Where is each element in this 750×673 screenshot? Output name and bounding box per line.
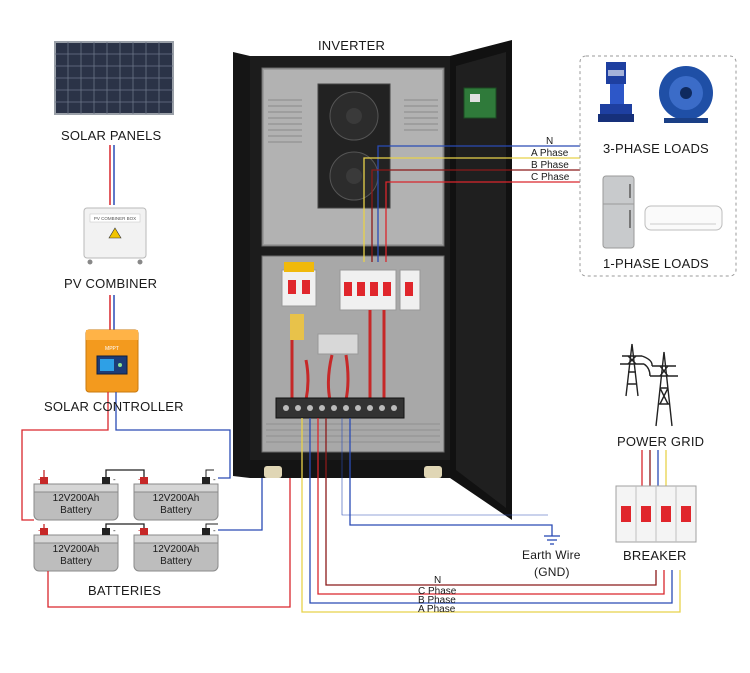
breaker-image (615, 485, 697, 543)
batteries-label: BATTERIES (88, 583, 162, 598)
pv-combiner-label: PV COMBINER (64, 276, 158, 291)
svg-text:+: + (38, 526, 43, 535)
power-grid-label: POWER GRID (617, 434, 705, 449)
power-tower-icon (620, 343, 678, 427)
one-phase-loads-label: 1-PHASE LOADS (603, 256, 709, 271)
earth-wire-label: Earth Wire (522, 548, 581, 562)
svg-text:+: + (138, 475, 143, 484)
load-wire-a-label: A Phase (531, 148, 569, 159)
air-conditioner-image (644, 205, 723, 231)
load-wire-n-label: N (546, 136, 554, 147)
grid-wire-b-label: B Phase (418, 595, 456, 606)
pv-combiner-box-image: PV COMBINER BOX (83, 207, 147, 265)
three-phase-loads-label: 3-PHASE LOADS (603, 141, 709, 156)
solar-controller-image: MPPT (85, 329, 139, 393)
grid-wire-n-label: N (434, 575, 442, 586)
svg-text:-: - (213, 526, 216, 535)
gnd-label: (GND) (534, 565, 570, 579)
grid-wire-c-label: C Phase (418, 586, 457, 597)
svg-text:+: + (38, 475, 43, 484)
inverter-cabinet-image (233, 40, 512, 520)
solar-panels-label: SOLAR PANELS (61, 128, 162, 143)
grid-wire-a-label: A Phase (418, 604, 456, 615)
svg-text:+: + (138, 526, 143, 535)
refrigerator-image (602, 175, 635, 249)
combiner-box-caption: PV COMBINER BOX (94, 216, 136, 221)
controller-brand-text: MPPT (105, 346, 119, 352)
solar-controller-label: SOLAR CONTROLLER (44, 399, 184, 414)
svg-text:-: - (113, 526, 116, 535)
warning-icon (108, 227, 122, 239)
load-wire-b-label: B Phase (531, 160, 569, 171)
battery-bank: + - + - + - + - (33, 469, 219, 572)
breaker-label: BREAKER (623, 548, 687, 563)
pump-image (598, 62, 634, 122)
ground-icon (544, 535, 560, 545)
inverter-label: INVERTER (318, 38, 386, 53)
load-wire-c-label: C Phase (531, 172, 570, 183)
svg-text:-: - (213, 475, 216, 484)
motor-image (659, 66, 713, 123)
svg-text:-: - (113, 475, 116, 484)
solar-panel-image (54, 41, 174, 115)
